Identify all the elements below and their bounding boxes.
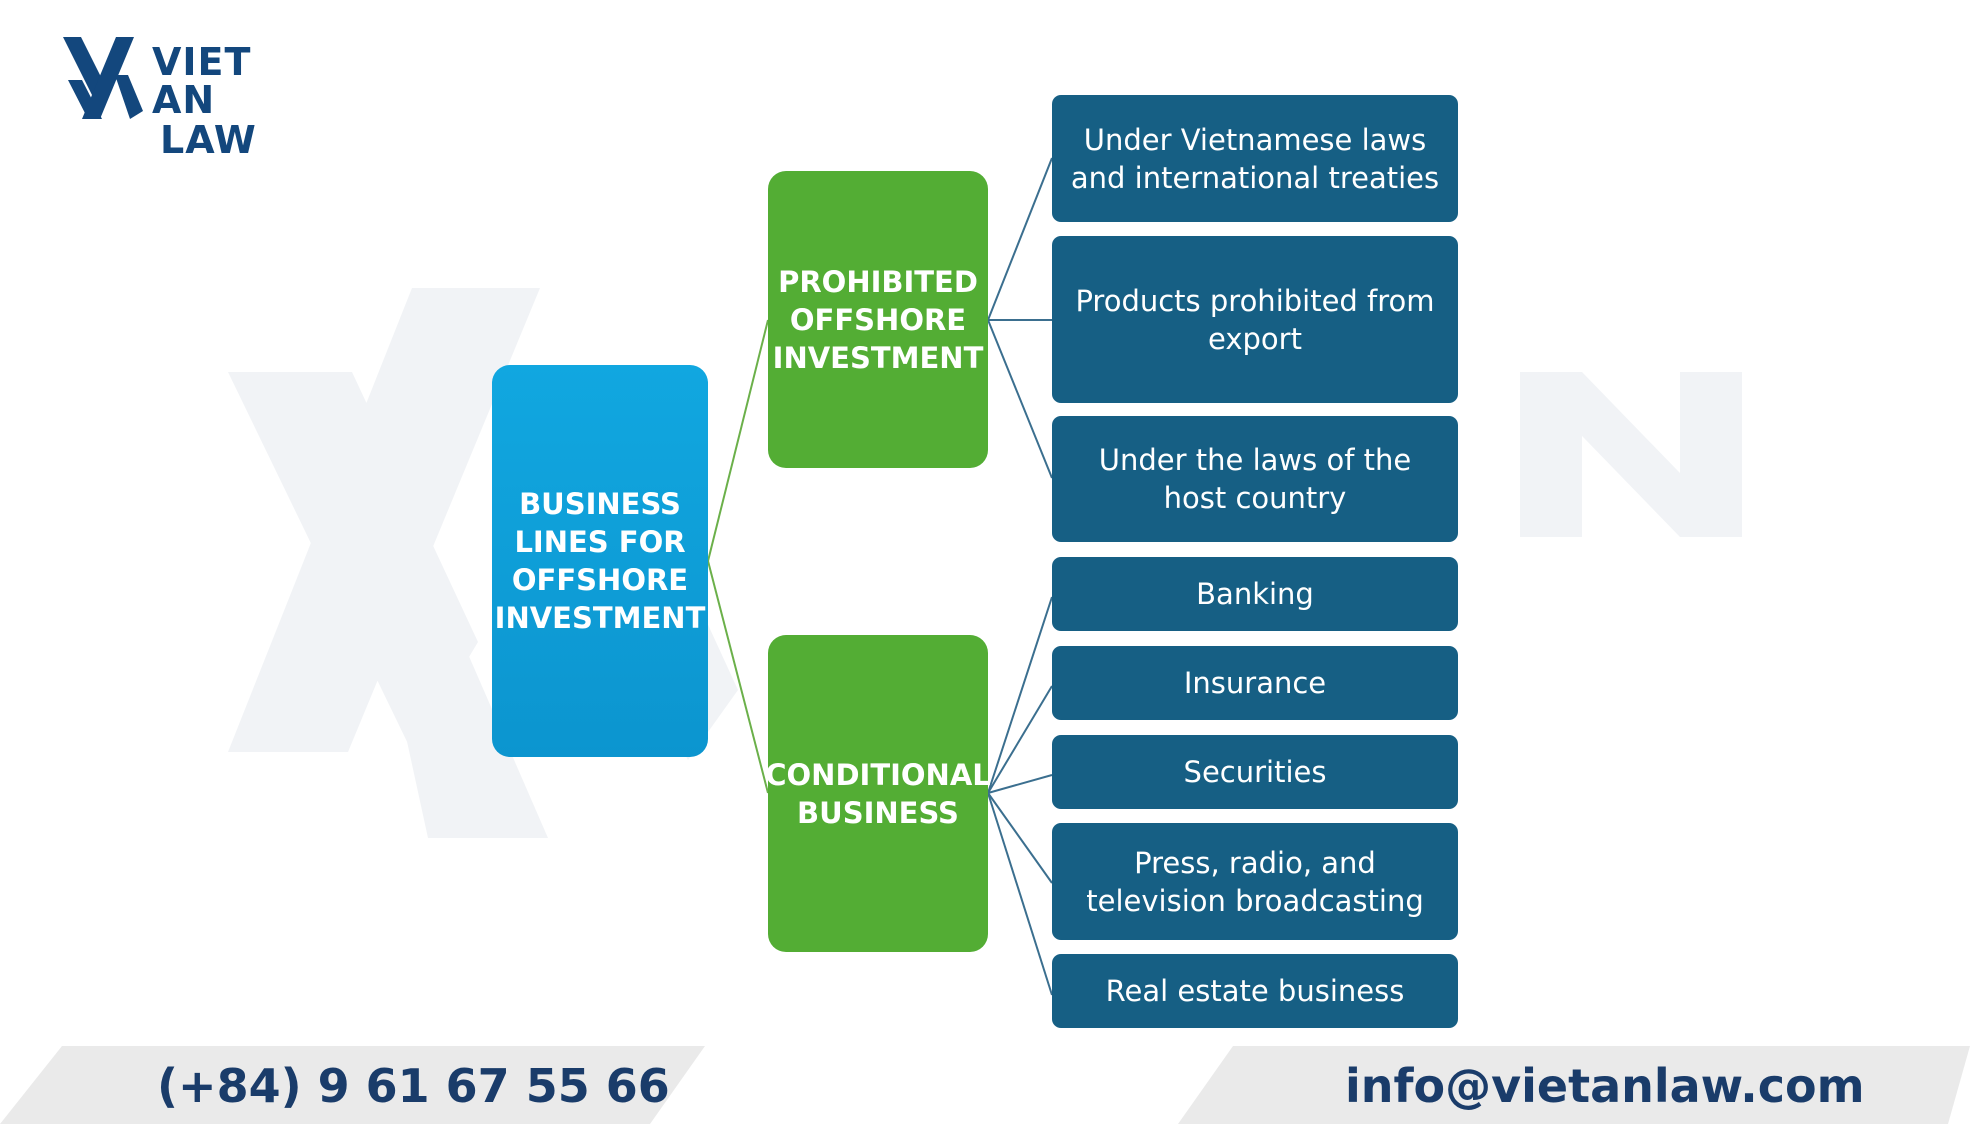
item-banking: Banking [1052,557,1458,631]
item-label: Banking [1196,577,1314,611]
footer-email: info@vietanlaw.com [1345,1059,1865,1113]
category-conditional: CONDITIONAL BUSINESS [765,635,991,952]
item-label: Insurance [1183,666,1327,700]
connector-root-conditional [707,560,769,794]
root-node-label: BUSINESS LINES FOR OFFSHORE INVESTMENT [494,487,706,635]
connector-prohibited-item-3 [987,319,1053,479]
connector-prohibited-item-1 [987,157,1053,321]
item-real-estate: Real estate business [1052,954,1458,1028]
item-securities: Securities [1052,735,1458,809]
item-label: Real estate business [1105,974,1405,1008]
connector-conditional-item-4 [987,792,1053,884]
item-label: Under Vietnamese laws and international … [1070,122,1440,195]
connector-conditional-item-3 [987,774,1053,794]
item-label: Under the laws of the host country [1098,443,1412,515]
footer-phone-band [0,1046,705,1124]
connector-conditional-item-5 [987,792,1053,996]
root-node: BUSINESS LINES FOR OFFSHORE INVESTMENT [492,365,708,757]
category-conditional-label: CONDITIONAL BUSINESS [765,757,991,830]
category-prohibited: PROHIBITED OFFSHORE INVESTMENT [768,171,988,468]
item-insurance: Insurance [1052,646,1458,720]
brand-logo: VIET AN LAW [60,33,310,159]
item-label: Securities [1183,755,1327,789]
footer-email-band [1178,1046,1970,1124]
item-vietnamese-laws-treaties: Under Vietnamese laws and international … [1052,95,1458,222]
item-host-country-laws: Under the laws of the host country [1052,416,1458,542]
connector-conditional-item-1 [987,596,1053,794]
connector-root-prohibited [707,319,769,562]
category-prohibited-label: PROHIBITED OFFSHORE INVESTMENT [772,264,984,375]
logo-mark-icon [63,37,143,119]
brand-name-line2: LAW [160,118,257,162]
connector-conditional-item-2 [987,685,1053,794]
item-label: Press, radio, and television broadcastin… [1086,845,1424,918]
item-press-radio-tv: Press, radio, and television broadcastin… [1052,823,1458,940]
item-label: Products prohibited from export [1075,283,1435,356]
brand-name-line1: VIET AN [152,40,252,122]
item-export-prohibited-products: Products prohibited from export [1052,236,1458,403]
footer-phone: (+84) 9 61 67 55 66 [157,1059,670,1113]
